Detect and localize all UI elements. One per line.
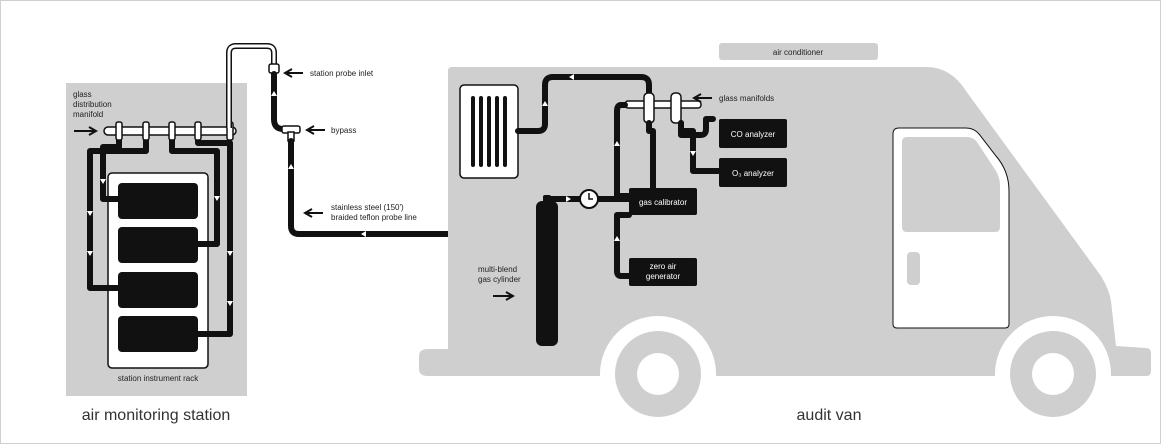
o3-analyzer-label: O₃ analyzer [732, 169, 774, 178]
rack-instrument-4 [118, 316, 198, 352]
heat-exchanger [459, 84, 519, 179]
zero-air-generator-label-2: generator [646, 272, 681, 281]
analyzer-flow-arrows [614, 141, 696, 156]
manifold-label-1: glass [73, 90, 92, 99]
rack-instrument-1 [118, 183, 198, 219]
probe-inlet-arrow-icon [282, 68, 303, 78]
van-rear-wheel [600, 316, 716, 432]
probe-line-flow-arrows [271, 91, 366, 237]
cylinder-flow-arrow [566, 196, 571, 202]
air-conditioner [719, 43, 878, 60]
bypass-label: bypass [331, 126, 356, 135]
pressure-regulator-icon [579, 189, 599, 209]
gas-cylinder [536, 195, 558, 346]
station-caption: air monitoring station [82, 407, 231, 424]
to-o3-tube [678, 120, 724, 174]
glass-distribution-manifold [103, 121, 237, 141]
probe-line-arrow-icon [302, 208, 323, 218]
cylinder-arrow-icon [493, 291, 516, 301]
multi-blend-label-1: multi-blend [478, 265, 517, 274]
bypass-arrow-icon [304, 125, 325, 135]
door-handle [907, 252, 920, 285]
gas-calibrator-label: gas calibrator [639, 198, 687, 207]
manifold-to-cal-outer [614, 102, 632, 199]
to-co-tube [678, 116, 716, 138]
co-analyzer-label: CO analyzer [731, 130, 776, 139]
o3-analyzer: O₃ analyzer [719, 158, 787, 187]
bypass-fitting [281, 125, 301, 142]
co-analyzer: CO analyzer [719, 119, 787, 148]
gas-calibrator: gas calibrator [629, 188, 697, 215]
inlet-tube [271, 71, 291, 132]
probe-line-label-1: stainless steel (150') [331, 203, 404, 212]
manifold-label-3: manifold [73, 110, 103, 119]
van-caption: audit van [797, 407, 862, 424]
van-supply-arrow-2 [542, 101, 548, 106]
station-probe-inlet-label: station probe inlet [310, 69, 374, 78]
van-supply-tube [515, 74, 652, 134]
rack-instrument-3 [118, 272, 198, 308]
zero-air-generator: zero air generator [629, 258, 697, 286]
zero-air-tube [614, 212, 632, 279]
multi-blend-label-2: gas cylinder [478, 275, 521, 284]
glass-manifolds-arrow-icon [691, 93, 712, 103]
zero-air-generator-label-1: zero air [650, 262, 677, 271]
zero-air-arrow [614, 236, 620, 241]
station-instrument-rack-label: station instrument rack [118, 374, 199, 383]
station-flow-arrows [87, 179, 233, 306]
glass-manifolds [624, 92, 702, 124]
van-door [892, 127, 1010, 329]
manifold-label-2: distribution [73, 100, 112, 109]
air-conditioner-label: air conditioner [773, 48, 824, 57]
probe-line-label-2: braided teflon probe line [331, 213, 417, 222]
glass-manifolds-label: glass manifolds [719, 94, 774, 103]
manifold-arrow-icon [74, 126, 99, 136]
van-front-wheel [995, 316, 1111, 432]
van-supply-arrow [569, 74, 574, 80]
rack-instrument-2 [118, 227, 198, 263]
